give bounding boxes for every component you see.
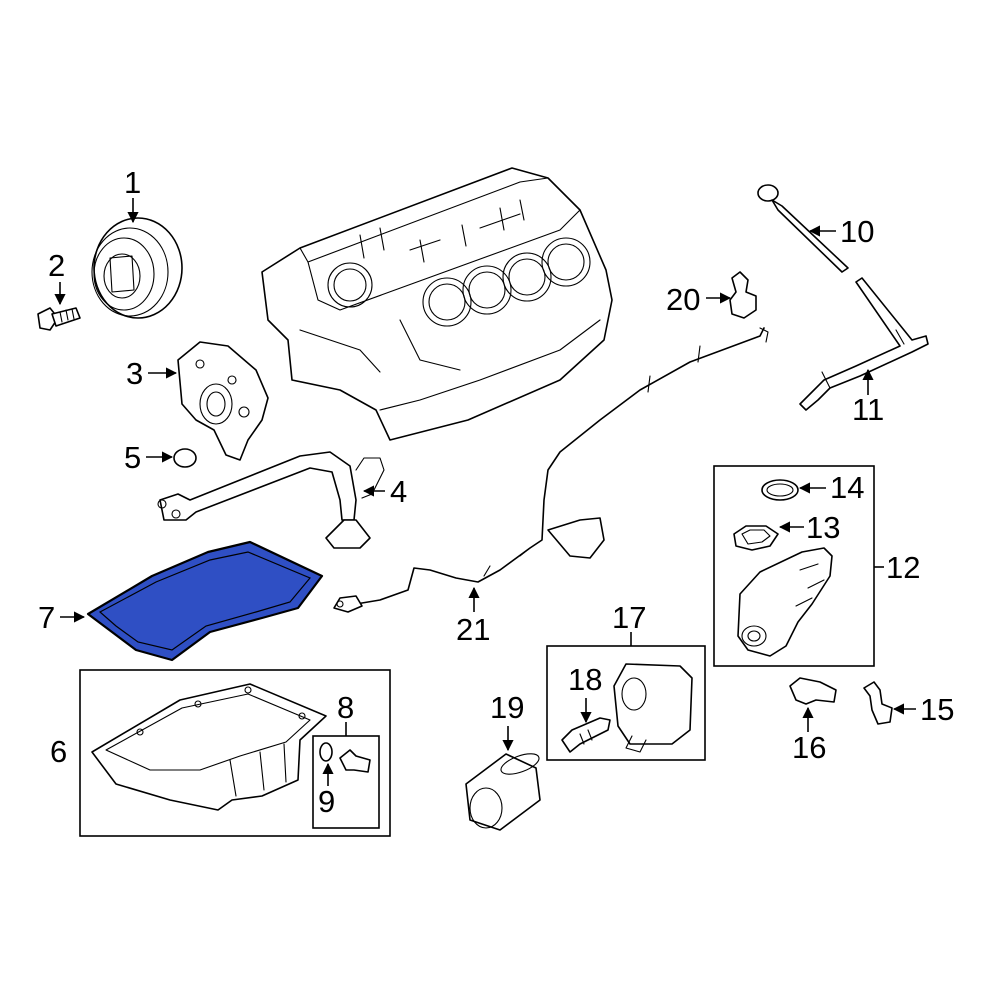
callout-19: 19 <box>490 690 524 725</box>
engine-block <box>261 167 613 441</box>
oil-pump <box>177 341 269 461</box>
cooler-bolt <box>561 717 611 753</box>
oil-pan-box <box>79 669 391 837</box>
callout-2: 2 <box>48 248 65 283</box>
oil-pickup-tube <box>157 451 385 549</box>
seal-14 <box>761 479 799 501</box>
adapter-bolt <box>863 681 893 725</box>
callout-20: 20 <box>666 282 700 317</box>
callout-6: 6 <box>50 734 67 769</box>
callout-11: 11 <box>852 392 884 427</box>
callout-13: 13 <box>806 510 840 545</box>
callout-7: 7 <box>38 600 55 635</box>
dipstick <box>757 184 849 273</box>
callout-12: 12 <box>886 550 920 585</box>
oil-cooler-box <box>546 645 706 761</box>
wiring-harness <box>333 327 769 613</box>
crankshaft-pulley <box>91 217 183 319</box>
callout-16: 16 <box>792 730 826 765</box>
callout-17: 17 <box>612 600 646 635</box>
pulley-bolt <box>37 307 81 331</box>
oil-pan <box>91 683 327 811</box>
callout-8: 8 <box>337 690 354 725</box>
callout-14: 14 <box>830 470 864 505</box>
gasket-13 <box>733 525 779 551</box>
filter-adapter-box <box>713 465 875 667</box>
o-ring <box>173 448 197 468</box>
oil-filter <box>465 753 541 831</box>
callout-18: 18 <box>568 662 602 697</box>
oil-cooler <box>613 663 693 753</box>
callout-1: 1 <box>124 165 141 200</box>
oil-pan-gasket <box>86 540 324 662</box>
callout-4: 4 <box>390 474 407 509</box>
drain-plug <box>319 742 371 773</box>
callout-15: 15 <box>920 692 954 727</box>
oil-temp-sensor <box>789 677 837 705</box>
callout-9: 9 <box>318 784 335 819</box>
oil-pressure-sensor <box>729 271 757 319</box>
callout-10: 10 <box>840 214 874 249</box>
callout-5: 5 <box>124 440 141 475</box>
callout-21: 21 <box>456 612 490 647</box>
oil-filter-adapter <box>737 547 833 657</box>
dipstick-tube <box>799 277 929 411</box>
callout-3: 3 <box>126 356 143 391</box>
